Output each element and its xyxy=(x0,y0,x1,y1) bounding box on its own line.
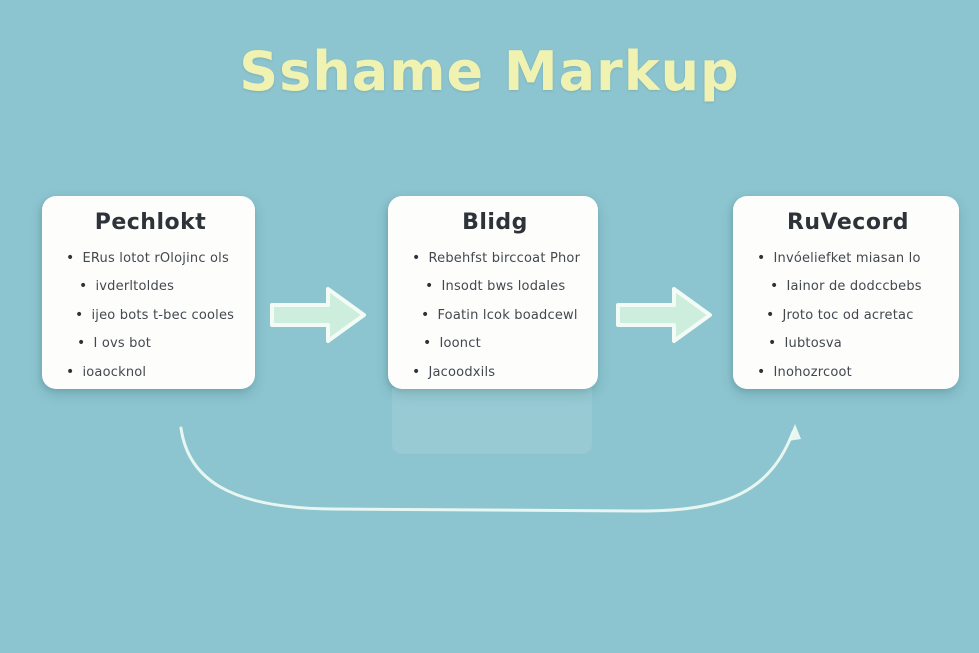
bullet-item: Iainor de dodccbebs xyxy=(757,279,949,295)
stage-card-3-bullet-list: Invóeliefket miasan lo Iainor de dodccbe… xyxy=(747,251,949,380)
right-arrow-icon xyxy=(616,287,712,343)
bullet-item: ijeo bots t-bec cooles xyxy=(66,308,245,323)
stage-card-1-title: Pechlokt xyxy=(94,210,207,235)
stage-card-3: RuVecord Invóeliefket miasan lo Iainor d… xyxy=(733,196,959,389)
stage-card-2: Blidg Rebehfst birccoat Phor Insodt bws … xyxy=(388,196,598,389)
bullet-item: Insodt bws lodales xyxy=(412,279,588,295)
ghost-highlight-panel xyxy=(392,388,592,454)
right-arrow-icon xyxy=(270,287,366,343)
bullet-item: Foatin lcok boadcewl xyxy=(412,308,588,323)
stage-card-1-bullet-list: ERus lotot rOlojinc ols ivderltoldes ije… xyxy=(56,251,245,380)
stage-card-2-bullet-list: Rebehfst birccoat Phor Insodt bws lodale… xyxy=(402,251,588,380)
bullet-item: ERus lotot rOlojinc ols xyxy=(66,251,245,266)
bullet-item: ivderltoldes xyxy=(66,279,245,295)
bullet-item: Rebehfst birccoat Phor xyxy=(412,251,588,266)
stage-card-1: Pechlokt ERus lotot rOlojinc ols ivderlt… xyxy=(42,196,255,389)
bullet-item: Jroto toc od acretac xyxy=(757,308,949,323)
bullet-item: Invóeliefket miasan lo xyxy=(757,251,949,266)
diagram-title: Sshame Markup xyxy=(239,40,740,103)
bullet-item: Jacoodxils xyxy=(412,365,588,380)
stage-card-2-title: Blidg xyxy=(462,210,528,235)
bullet-item: Ioonct xyxy=(412,336,588,351)
bullet-item: Iubtosva xyxy=(757,336,949,351)
stage-card-3-title: RuVecord xyxy=(786,210,910,235)
bullet-item: Inohozrcoot xyxy=(757,365,949,380)
bullet-item: ioaocknol xyxy=(66,365,245,380)
bullet-item: I ovs bot xyxy=(66,336,245,351)
